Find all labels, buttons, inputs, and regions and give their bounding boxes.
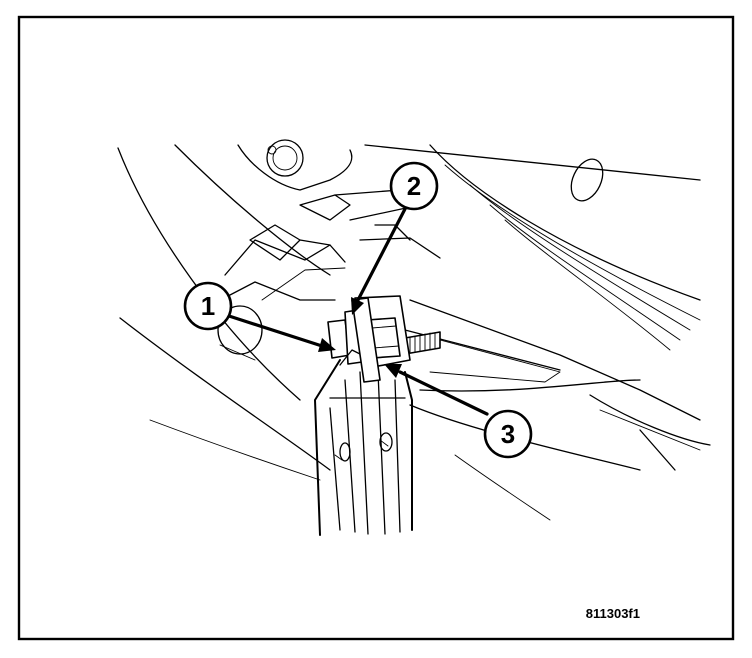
callout-3-label: 3 [501, 419, 515, 449]
callout-1-label: 1 [201, 291, 215, 321]
figure-code: 811303f1 [586, 606, 640, 621]
vehicle-structure-drawing [117, 139, 711, 521]
callout-3-circle [483, 409, 533, 459]
callout-leaders [227, 207, 489, 416]
wrench-tool [314, 297, 413, 536]
callout-3: 3 [483, 409, 533, 459]
callout-2-circle [389, 161, 439, 211]
callout-1: 1 [183, 281, 233, 331]
callout-2-label: 2 [407, 171, 421, 201]
callout-1-circle [183, 281, 233, 331]
callout-2: 2 [389, 161, 439, 211]
